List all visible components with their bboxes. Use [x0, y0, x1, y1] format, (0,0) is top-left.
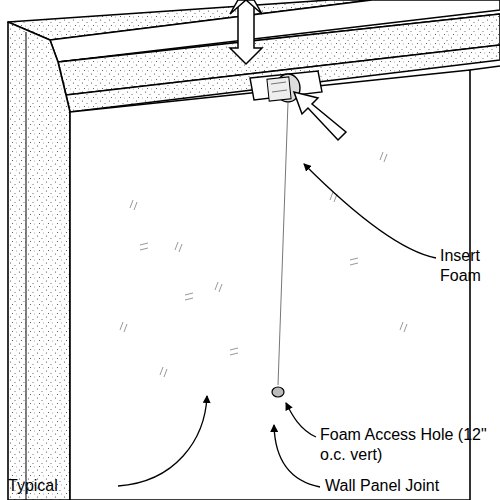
insert-arrow	[294, 92, 346, 140]
movement-arrow	[230, 0, 262, 64]
callout-label: Wall Panel Joint	[325, 476, 495, 496]
callout-label: Typical	[8, 476, 116, 496]
callout-label: Insert Foam	[440, 246, 496, 286]
panel-edges	[8, 0, 500, 500]
callout-label: Foam Access Hole (12" o.c. vert)	[320, 425, 496, 465]
surface-marks	[120, 152, 407, 377]
panel-joint	[272, 102, 288, 397]
